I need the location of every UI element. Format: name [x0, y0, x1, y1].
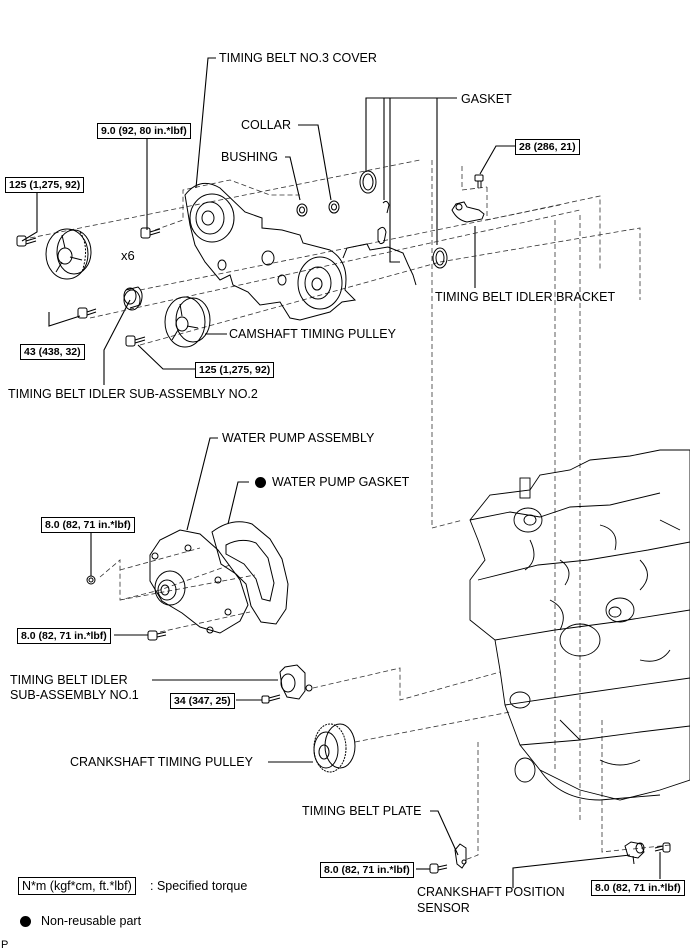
crank-sensor-bolt-drawing — [654, 842, 671, 853]
torque-upper-camshaft-pulley-bolt: 125 (1,275, 92) — [5, 177, 85, 193]
gasket-drawings — [342, 170, 448, 286]
torque-idler-bracket-bolt: 28 (286, 21) — [515, 139, 580, 155]
label-water-pump-gasket: WATER PUMP GASKET — [272, 475, 410, 489]
idler-no2-bolt-drawing — [77, 307, 97, 319]
torque-lower-camshaft-pulley-bolt: 125 (1,275, 92) — [195, 362, 275, 378]
upper-camshaft-pulley-drawing — [45, 228, 92, 280]
torque-timing-belt-plate-bolt: 8.0 (82, 71 in.*lbf) — [320, 862, 414, 878]
corner-mark: P — [1, 939, 9, 951]
water-pump-bolt-drawing — [147, 630, 167, 641]
upper-pulley-bolt-drawing — [16, 235, 37, 247]
label-idler-sub-assembly-no1-line1: TIMING BELT IDLER — [10, 673, 128, 687]
label-idler-sub-assembly-no1-line2: SUB-ASSEMBLY NO.1 — [10, 688, 139, 702]
torque-cover-bolts: 9.0 (92, 80 in.*lbf) — [97, 123, 191, 139]
timing-belt-plate-bolt-drawing — [429, 863, 448, 874]
legend-non-reusable-dot-icon — [20, 916, 31, 927]
label-timing-belt-no3-cover: TIMING BELT NO.3 COVER — [219, 51, 377, 65]
bushing-drawing — [296, 203, 308, 217]
label-gasket: GASKET — [461, 92, 512, 106]
label-collar: COLLAR — [241, 118, 292, 132]
alignment-lines — [29, 159, 671, 861]
torque-water-pump-bolt: 8.0 (82, 71 in.*lbf) — [17, 628, 111, 644]
label-bushing: BUSHING — [221, 150, 278, 164]
label-crankshaft-position-sensor-line1: CRANKSHAFT POSITION — [417, 885, 565, 899]
timing-belt-plate-drawing — [454, 843, 467, 869]
label-quantity-x6: x6 — [121, 248, 135, 263]
legend-torque-description: : Specified torque — [150, 879, 248, 893]
water-pump-nut-drawing — [86, 575, 96, 585]
timing-belt-cover-drawing — [184, 182, 357, 321]
label-crankshaft-position-sensor-line2: SENSOR — [417, 901, 470, 915]
label-timing-belt-plate: TIMING BELT PLATE — [302, 804, 422, 818]
camshaft-timing-pulley-drawing — [164, 296, 211, 348]
idler-no1-drawing — [261, 664, 313, 704]
cover-bolt-drawing — [140, 227, 161, 239]
label-idler-sub-assembly-no2: TIMING BELT IDLER SUB-ASSEMBLY NO.2 — [8, 387, 258, 401]
label-camshaft-timing-pulley: CAMSHAFT TIMING PULLEY — [229, 327, 396, 341]
leader-lines — [21, 57, 661, 888]
crank-sensor-drawing — [624, 841, 645, 865]
label-water-pump-assembly: WATER PUMP ASSEMBLY — [222, 431, 375, 445]
non-reusable-marker-icon — [255, 477, 266, 488]
water-pump-drawing — [149, 529, 249, 634]
label-timing-belt-idler-bracket: TIMING BELT IDLER BRACKET — [435, 290, 616, 304]
torque-idler-no2-bolt: 43 (438, 32) — [20, 344, 85, 360]
torque-idler-no1-bolt: 34 (347, 25) — [170, 693, 235, 709]
collar-drawing — [328, 200, 340, 214]
label-crankshaft-timing-pulley: CRANKSHAFT TIMING PULLEY — [70, 755, 253, 769]
torque-water-pump-nut: 8.0 (82, 71 in.*lbf) — [41, 517, 135, 533]
idler-bracket-drawing — [451, 174, 485, 223]
water-pump-gasket-drawing — [211, 521, 289, 625]
legend-torque-unit: N*m (kgf*cm, ft.*lbf) — [18, 877, 136, 895]
engine-block-drawing — [469, 449, 690, 801]
crankshaft-pulley-drawing — [313, 723, 356, 773]
legend-non-reusable-text: Non-reusable part — [41, 914, 142, 928]
camshaft-pulley-bolt-drawing — [125, 335, 146, 347]
torque-crank-sensor-bolt: 8.0 (82, 71 in.*lbf) — [591, 880, 685, 896]
idler-no2-drawing — [123, 286, 143, 311]
